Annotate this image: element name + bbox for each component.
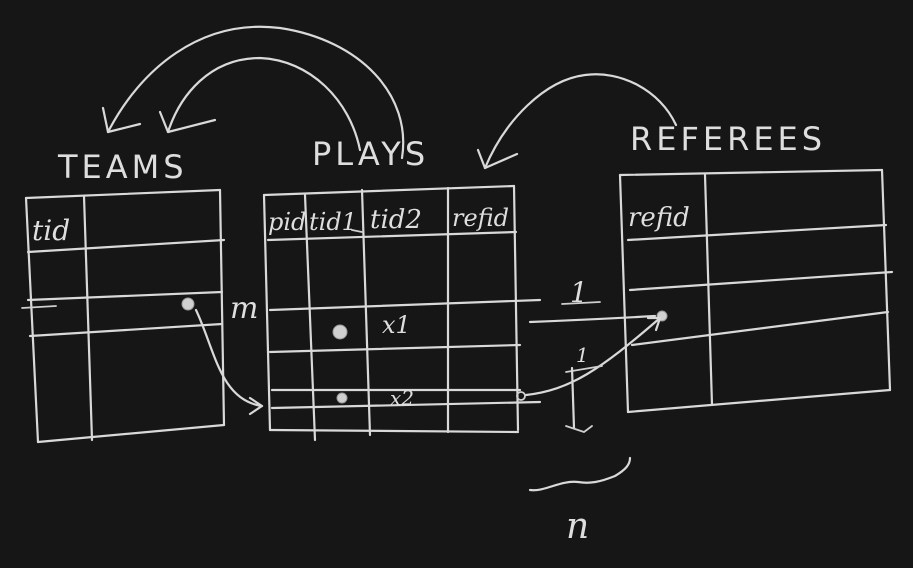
plays-x1-label: x1: [382, 311, 411, 339]
cardinality-one-top: 1: [570, 276, 588, 309]
plays-row2-dot: [336, 392, 348, 404]
plays-title: PLAYS: [312, 135, 429, 173]
teams-col-tid: tid: [32, 214, 70, 247]
teams-row-dot: [181, 297, 195, 311]
plays-table: pid tid1 tid2 refid x1 x2: [262, 184, 542, 442]
brace-n: n: [528, 456, 632, 547]
plays-col-tid1: tid1: [309, 208, 357, 236]
arrow-referees-to-plays: [476, 73, 678, 170]
plays-row2-refid-dot: [516, 391, 526, 401]
teams-title: TEAMS: [57, 148, 188, 186]
referees-title: REFEREES: [630, 120, 826, 158]
cardinality-one-mid: 1: [576, 343, 589, 367]
referees-col-refid: refid: [628, 203, 690, 233]
referees-table: refid: [618, 168, 894, 414]
arrow-plays-to-teams: [101, 25, 405, 160]
plays-col-pid: pid: [268, 208, 306, 236]
plays-col-tid2: tid2: [370, 205, 422, 235]
plays-x2-label: x2: [390, 386, 414, 410]
plays-referees-link: 1 1: [524, 276, 662, 433]
brace-label-n: n: [566, 506, 589, 547]
cardinality-m: m: [230, 291, 258, 326]
plays-col-refid: refid: [452, 204, 509, 232]
plays-row1-dot: [332, 324, 348, 340]
teams-table: tid: [21, 188, 226, 444]
teams-plays-link: m: [194, 291, 264, 416]
